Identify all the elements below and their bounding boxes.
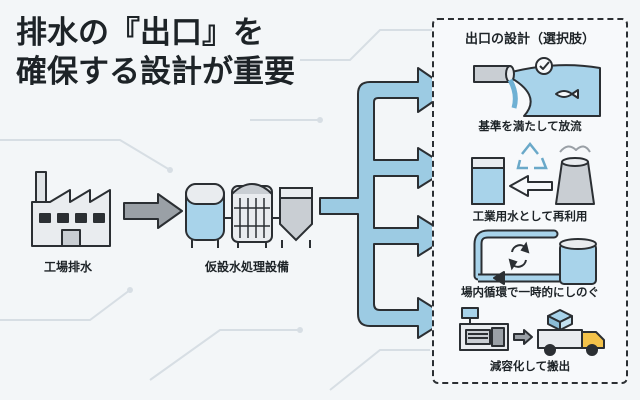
title-line-1: 排水の『出口』を bbox=[16, 15, 264, 51]
treatment-label: 仮設水処理設備 bbox=[205, 260, 290, 274]
recirculation-tank-icon bbox=[473, 229, 597, 285]
page-title: 排水の『出口』を 確保する設計が重要 bbox=[16, 14, 295, 92]
discharge-river-icon bbox=[473, 57, 601, 117]
volume-reduction-truck-icon bbox=[459, 307, 605, 356]
option-volume-reduction-label: 減容化して搬出 bbox=[489, 359, 571, 373]
option-recirculation-label: 場内循環で一時的にしのぐ bbox=[461, 285, 599, 299]
factory-label: 工場排水 bbox=[44, 260, 93, 274]
option-discharge-label: 基準を満たして放流 bbox=[478, 119, 582, 133]
panel-title: 出口の設計（選択肢） bbox=[464, 32, 595, 47]
factory-icon bbox=[31, 171, 111, 247]
title-line-2: 確保する設計が重要 bbox=[16, 54, 295, 90]
exit-options-panel: 出口の設計（選択肢） 基準を満たして放流 工業用水として再利用 bbox=[432, 18, 628, 384]
flow-arrow-gray bbox=[123, 193, 183, 229]
water-treatment-equipment-icon bbox=[185, 183, 313, 248]
reuse-cooling-tower-icon bbox=[471, 141, 595, 205]
option-reuse-label: 工業用水として再利用 bbox=[472, 209, 588, 223]
